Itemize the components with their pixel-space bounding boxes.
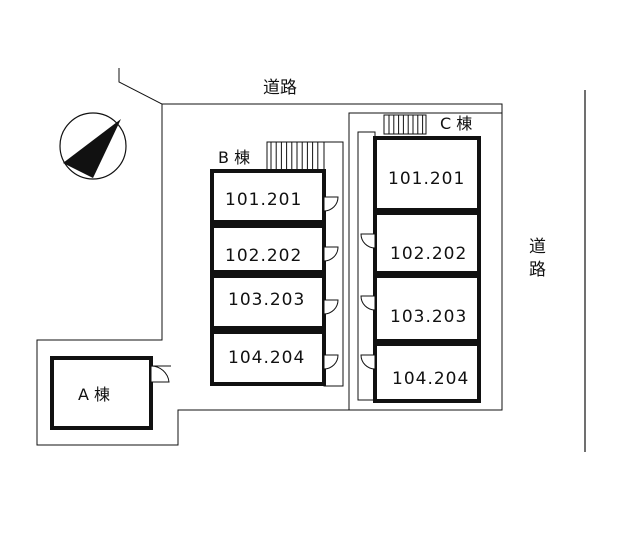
b-unit-label: 104.204 <box>228 348 305 368</box>
door-icon <box>323 299 339 315</box>
door-icon <box>323 196 339 212</box>
a-building <box>50 356 153 430</box>
door-icon <box>323 246 339 262</box>
c-building: 101.201 102.202 103.203 104.204 <box>360 136 481 403</box>
b-unit <box>210 224 326 274</box>
b-corridor <box>323 141 344 387</box>
door-icon <box>360 233 376 249</box>
c-stairs <box>383 114 427 135</box>
door-icon <box>323 354 339 370</box>
c-unit-label: 104.204 <box>392 369 469 389</box>
c-building-label: C 棟 <box>440 114 472 133</box>
c-unit-label: 103.203 <box>390 307 467 327</box>
door-icon <box>360 295 376 311</box>
c-unit <box>373 211 481 275</box>
north-arrow-icon <box>59 112 127 180</box>
c-block-enclosure <box>348 112 503 411</box>
top-road-label: 道路 <box>263 78 297 98</box>
c-unit-label: 101.201 <box>388 169 465 189</box>
b-unit <box>210 274 326 330</box>
c-unit <box>373 136 481 212</box>
a-building-label: A 棟 <box>78 385 110 404</box>
door-icon <box>360 354 376 370</box>
b-unit-label: 101.201 <box>225 190 302 210</box>
b-building: 101.201 102.202 103.203 104.204 <box>210 169 339 386</box>
b-unit-label: 102.202 <box>225 246 302 266</box>
b-unit <box>210 330 326 386</box>
c-unit <box>373 342 481 403</box>
right-road-label-2: 路 <box>529 260 546 280</box>
c-unit-label: 102.202 <box>390 244 467 264</box>
b-stairs <box>266 141 325 171</box>
b-unit-label: 103.203 <box>228 290 305 310</box>
b-building-label: B 棟 <box>218 148 250 167</box>
right-road-label-1: 道 <box>529 237 546 257</box>
a-door-icon <box>150 365 171 383</box>
